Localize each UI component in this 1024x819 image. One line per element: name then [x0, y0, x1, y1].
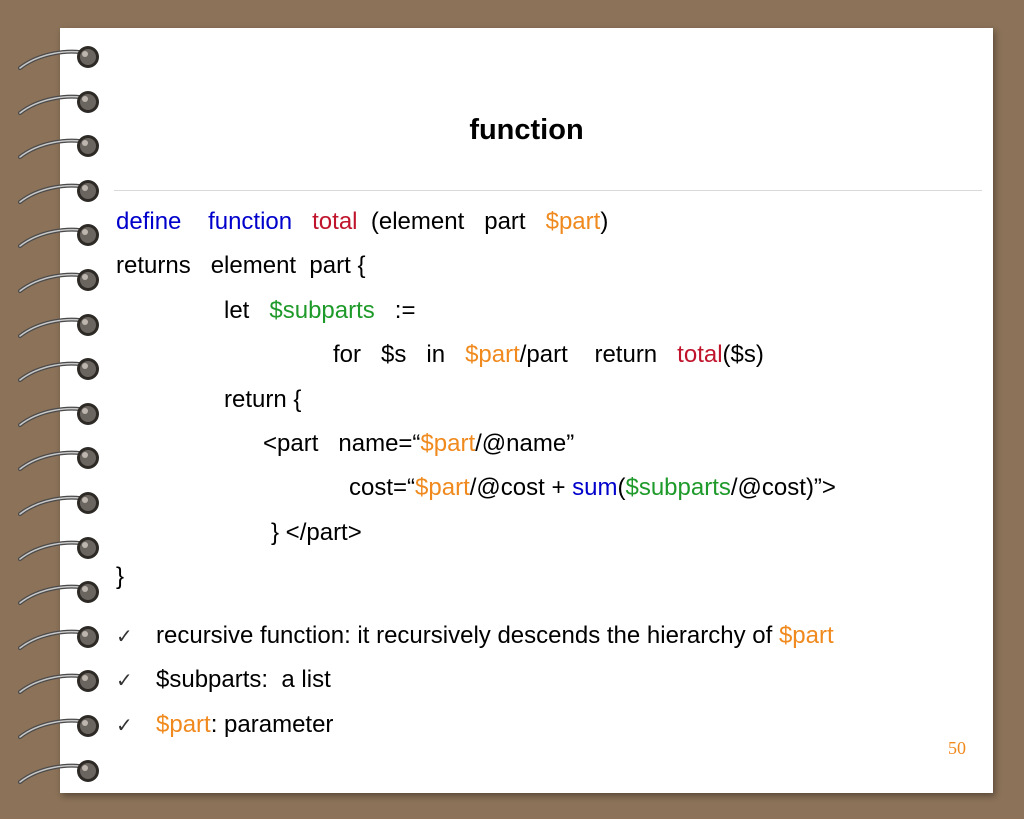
check-icon: ✓: [116, 626, 133, 648]
binding-ring-icon: [18, 269, 99, 293]
code-token: (element part: [370, 208, 526, 235]
bullet-text: : parameter: [210, 710, 334, 738]
code-line-5: return {: [116, 378, 836, 422]
code-token: } </part>: [271, 518, 362, 546]
code-token: let: [224, 296, 250, 324]
code-token: function: [208, 208, 293, 235]
code-line-7: cost=“$part/@cost + sum($subparts/@cost)…: [116, 466, 836, 510]
binding-ring-icon: [18, 135, 99, 160]
binding-ring-icon: [18, 581, 99, 606]
code-token: $subparts: [625, 474, 731, 502]
code-token: return {: [224, 385, 302, 413]
code-token: $part: [465, 341, 520, 369]
code-token: total: [677, 341, 723, 369]
bullet-var: $part: [778, 622, 834, 649]
binding-ring-icon: [18, 447, 99, 472]
code-line-3: let $subparts :=: [116, 289, 836, 333]
binding-ring-icon: [18, 759, 99, 784]
code-token: for $s in: [333, 341, 446, 369]
bullet-text: recursive function: it recursively desce…: [156, 622, 779, 649]
code-token: $part: [415, 474, 470, 502]
code-token: cost=“: [349, 474, 416, 502]
check-icon: ✓: [116, 714, 133, 737]
code-token: }: [116, 563, 125, 591]
code-token: returns element part {: [116, 252, 366, 280]
binding-ring-icon: [18, 224, 99, 249]
page-number: 50: [948, 738, 966, 758]
code-token: <part name=“: [263, 429, 421, 457]
list-item: ✓ $part: parameter: [116, 703, 834, 747]
check-icon: ✓: [116, 670, 133, 693]
code-token: /@cost +: [469, 474, 573, 502]
code-line-2: returns element part {: [116, 244, 836, 288]
code-token: /@name”: [475, 429, 575, 457]
code-token: :=: [394, 296, 416, 324]
code-token: define: [116, 208, 182, 235]
code-token: /part return: [519, 341, 658, 369]
slide: function 50: [60, 28, 993, 793]
title-divider: [114, 190, 982, 191]
list-item: ✓ recursive function: it recursively desc…: [116, 614, 834, 658]
code-token: $part: [545, 208, 601, 235]
binding-ring-icon: [18, 90, 99, 115]
code-token: total: [312, 208, 358, 235]
code-token: (: [617, 474, 626, 502]
binding-ring-icon: [18, 358, 99, 383]
code-token: $part: [420, 429, 476, 457]
binding-ring-icon: [18, 670, 99, 695]
code-line-6: <part name=“$part/@name”: [116, 422, 836, 466]
binding-ring-icon: [18, 715, 99, 739]
code-token: ): [600, 208, 609, 235]
code-token: /@cost)”>: [730, 474, 836, 502]
binding-ring-icon: [18, 46, 99, 70]
list-item: ✓ $subparts: a list: [116, 658, 834, 702]
bullet-var: $part: [156, 710, 211, 738]
code-token: ($s): [722, 341, 764, 369]
code-line-1: define function total (element part $par…: [116, 200, 836, 244]
binding-ring-icon: [18, 625, 99, 650]
binding-ring-icon: [18, 536, 99, 561]
code-token: sum: [572, 474, 618, 502]
slide-title: function: [469, 114, 584, 146]
bullet-list: ✓ recursive function: it recursively desc…: [116, 614, 834, 747]
bullet-text: $subparts: a list: [156, 666, 331, 694]
binding-ring-icon: [18, 179, 99, 204]
binding-ring-icon: [18, 313, 99, 338]
binding-ring-icon: [18, 402, 99, 427]
code-token: $subparts: [269, 296, 375, 324]
binding-ring-icon: [18, 492, 99, 516]
code-line-8: } </part>: [116, 511, 836, 555]
code-line-4: for $s in $part/part return total($s): [116, 333, 836, 377]
code-line-9: }: [116, 555, 836, 599]
code-block: define function total (element part $par…: [116, 200, 836, 600]
